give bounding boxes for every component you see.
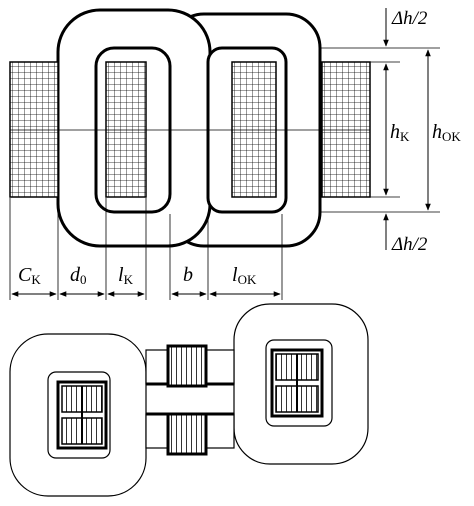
label-dh-top: Δh/2	[391, 8, 428, 29]
winding-inner-left	[105, 61, 147, 198]
label-hk: hK	[390, 121, 410, 144]
dimension-guides	[9, 198, 283, 300]
bottom-coil-top	[166, 344, 208, 388]
winding-outer-left	[9, 61, 59, 198]
winding-inner-right	[231, 61, 277, 198]
label-hok: hOK	[432, 121, 461, 144]
label-b: b	[183, 264, 193, 286]
label-ck: CK	[18, 264, 41, 287]
label-lk: lK	[118, 264, 134, 287]
height-extension-lines	[320, 47, 440, 213]
label-dh-bottom: Δh/2	[391, 234, 428, 255]
bottom-coil-bottom	[166, 412, 208, 456]
vertical-dimension-arrows	[383, 8, 431, 250]
label-d0: d0	[70, 264, 87, 287]
winding-outer-right	[321, 61, 371, 198]
label-lok: lOK	[232, 264, 257, 287]
